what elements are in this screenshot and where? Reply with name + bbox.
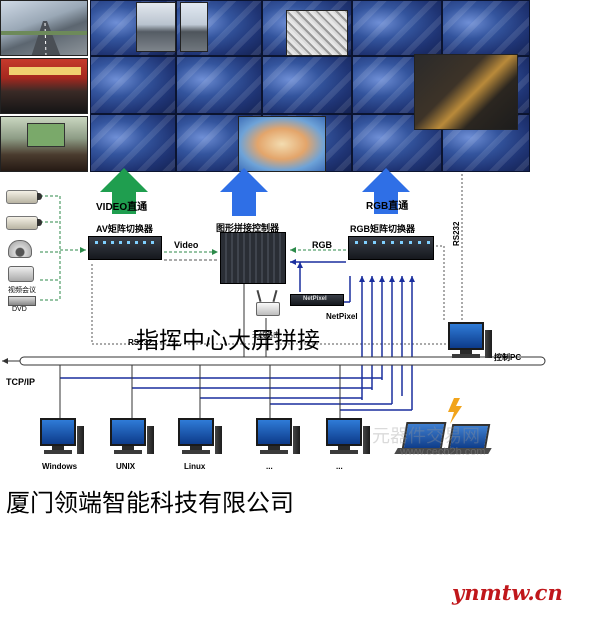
- sketch-inset: [286, 10, 348, 56]
- wall-panel: [262, 56, 352, 114]
- control-pc-label: 控制PC: [494, 353, 522, 362]
- camera-icon: [6, 216, 42, 230]
- terminal-label-5: ...: [336, 462, 343, 471]
- conference-camera-icon: [8, 266, 34, 282]
- wall-panel: [442, 0, 530, 56]
- overlay-title: 指挥中心大屏拼接: [136, 328, 320, 354]
- terminal-pc-icon: [178, 418, 222, 460]
- terminal-pc-icon: [40, 418, 84, 460]
- wireless-router-icon: [256, 302, 280, 316]
- video-link-label: Video: [174, 240, 199, 250]
- terminal-label-unix: UNIX: [116, 462, 136, 471]
- meeting-hall-photo: [0, 58, 88, 114]
- dvd-label: DVD: [12, 306, 27, 313]
- video-direct-label: VIDEO直通: [96, 202, 148, 213]
- rgb-direct-label: RGB直通: [366, 201, 409, 212]
- control-pc-icon: [448, 322, 492, 364]
- china-map-inset: [238, 116, 326, 172]
- terminal-label-windows: Windows: [42, 462, 78, 471]
- terminal-pc-icon: [256, 418, 300, 460]
- rs232-left-label: RS232: [128, 338, 153, 347]
- graphics-controller-label: 图形拼接控制器: [216, 223, 280, 233]
- video-conference-photo: [0, 116, 88, 172]
- dome-camera-icon: [8, 240, 32, 258]
- wall-panel: [176, 56, 262, 114]
- netpixel-box-label: NetPixel: [303, 296, 327, 302]
- camera-icon: [6, 190, 42, 204]
- av-matrix-switcher: [88, 236, 162, 260]
- netpixel-label: NetPixel: [326, 312, 358, 321]
- video-up-arrow: [100, 168, 148, 214]
- dvd-player-icon: [8, 296, 36, 306]
- rgb-matrix-switcher: [348, 236, 434, 260]
- lightning-icon: [448, 398, 462, 424]
- wireless-label: 无线路由: [252, 332, 280, 339]
- highway-photo: [0, 0, 88, 56]
- graphics-up-arrow: [220, 168, 268, 216]
- road-inset-2: [180, 2, 208, 52]
- video-wall: [0, 0, 530, 172]
- av-matrix-label: AV矩阵切换器: [96, 224, 153, 234]
- faint-url: www.cecb2b.com: [400, 446, 486, 458]
- netpixel-box: NetPixel: [290, 294, 344, 306]
- wall-panel: [90, 56, 176, 114]
- brand-watermark: ynmtw.cn: [452, 580, 563, 605]
- wall-panel: [90, 114, 176, 172]
- rgb-link-label: RGB: [312, 240, 332, 250]
- company-name: 厦门领端智能科技有限公司: [6, 489, 294, 517]
- terminal-pc-icon: [110, 418, 154, 460]
- rs232-vertical-label: RS232: [452, 221, 461, 246]
- terminal-pc-icon: [326, 418, 370, 460]
- terminal-label-linux: Linux: [184, 462, 206, 471]
- rgb-matrix-label: RGB矩阵切换器: [350, 224, 415, 234]
- graphics-splicing-controller: [220, 232, 286, 284]
- terminal-label-4: ...: [266, 462, 273, 471]
- city-night-inset: [414, 54, 518, 130]
- wall-panel: [352, 114, 442, 172]
- video-conference-label: 视频会议: [8, 287, 36, 294]
- highway-lines: [1, 21, 87, 55]
- wall-panel: [352, 0, 442, 56]
- rgb-up-arrow: [362, 168, 410, 214]
- faint-watermark: 元器件交易网: [372, 426, 480, 447]
- tcpip-label: TCP/IP: [6, 377, 36, 387]
- road-inset-1: [136, 2, 176, 52]
